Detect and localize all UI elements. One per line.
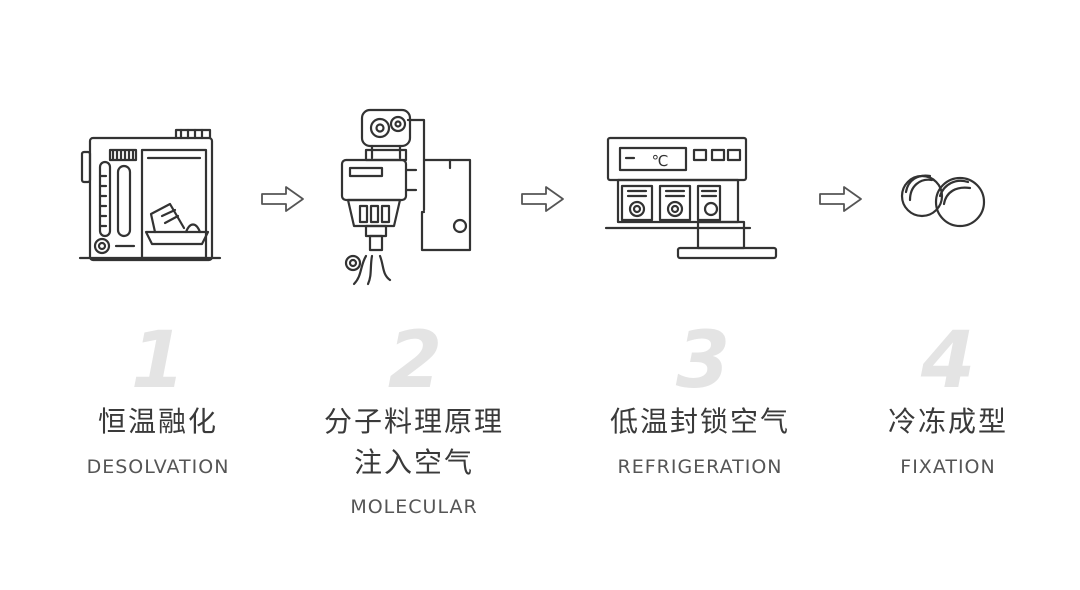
arrow-right-icon (261, 186, 304, 212)
spheres-icon (894, 166, 990, 230)
arrow-right-icon (819, 186, 862, 212)
step-title-cn: 恒温融化 (97, 405, 218, 438)
step-number: 4 (920, 316, 976, 406)
robot-arm-icon (332, 104, 490, 288)
temperature-display: ℃ (652, 152, 669, 170)
step-title-cn: 低温封锁空气 (609, 405, 790, 438)
step-number: 1 (130, 316, 186, 406)
step-title-en: MOLECULAR (350, 496, 478, 518)
step-title-en: FIXATION (900, 456, 996, 478)
step-number: 2 (387, 316, 443, 406)
freezer-unit-icon: ℃ (604, 134, 782, 262)
step-title-cn: 冷冻成型 (887, 405, 1008, 438)
arrow-right-icon (521, 186, 564, 212)
dispenser-machine-icon (76, 126, 224, 268)
step-title-cn: 分子料理原理 (323, 405, 504, 438)
step-number: 3 (675, 316, 731, 406)
step-title-cn-line2: 注入空气 (353, 446, 474, 479)
step-title-en: REFRIGERATION (617, 456, 783, 478)
step-title-en: DESOLVATION (86, 456, 230, 478)
